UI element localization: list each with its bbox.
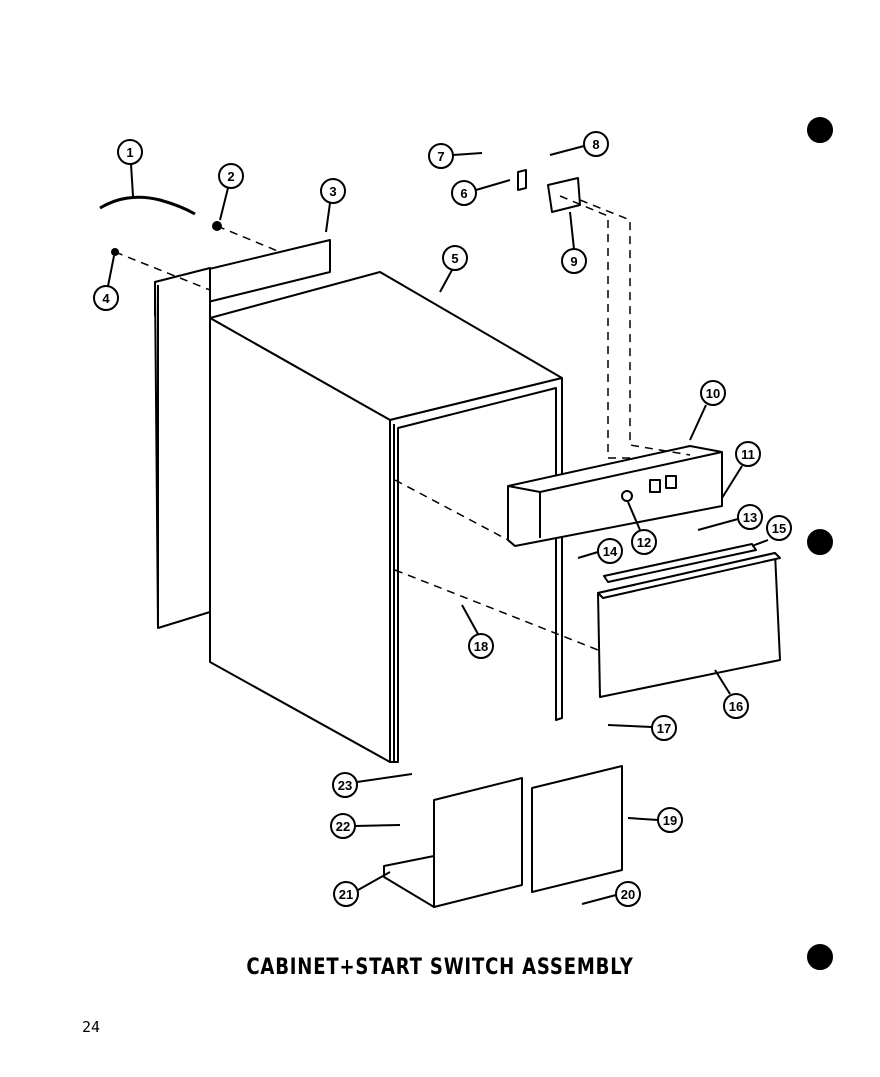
bottom-plate: [383, 855, 435, 908]
callout-19: 19: [627, 807, 683, 833]
binder-hole-bottom: [807, 944, 833, 970]
callout-23: 23: [332, 772, 413, 798]
callout-11: 11: [721, 441, 761, 499]
callout-7: 7: [428, 143, 483, 169]
callout-2-label: 2: [227, 169, 234, 184]
callout-13: 13: [697, 504, 763, 531]
cabinet-front-frame: [389, 377, 563, 763]
callout-16-label: 16: [729, 699, 743, 714]
callout-20-label: 20: [621, 887, 635, 902]
switch-bracket: [547, 177, 581, 213]
callout-4: 4: [93, 255, 119, 311]
power-cord: [99, 195, 196, 216]
callout-17: 17: [607, 715, 677, 741]
callout-13-label: 13: [743, 510, 757, 525]
callout-20: 20: [581, 881, 641, 907]
callout-8: 8: [549, 131, 609, 157]
page-number: 24: [82, 1018, 101, 1036]
binder-hole-middle: [807, 529, 833, 555]
callout-10-label: 10: [706, 386, 720, 401]
callout-1: 1: [117, 139, 143, 197]
callout-12: 12: [627, 501, 657, 555]
callout-9-label: 9: [570, 254, 577, 269]
callout-17-label: 17: [657, 721, 671, 736]
callout-18: 18: [461, 604, 494, 659]
callout-2: 2: [218, 163, 244, 221]
callout-11-label: 11: [741, 447, 755, 462]
callout-5: 5: [439, 245, 468, 293]
callout-16: 16: [714, 669, 749, 719]
callout-22: 22: [330, 813, 401, 839]
callout-6: 6: [451, 179, 511, 206]
callout-9: 9: [561, 211, 587, 274]
callout-1-label: 1: [126, 145, 133, 160]
callout-23-label: 23: [338, 778, 352, 793]
callout-6-label: 6: [460, 186, 467, 201]
diagram-title: CABINET+START SWITCH ASSEMBLY: [246, 955, 634, 980]
callout-4-label: 4: [102, 291, 110, 306]
callout-14: 14: [577, 538, 623, 564]
callout-3: 3: [320, 178, 346, 233]
callout-18-label: 18: [474, 639, 488, 654]
callout-21: 21: [333, 871, 391, 907]
callout-5-label: 5: [451, 251, 458, 266]
callout-15: 15: [751, 515, 792, 547]
callout-8-label: 8: [592, 137, 599, 152]
lower-panel-right: [531, 765, 623, 893]
callout-19-label: 19: [663, 813, 677, 828]
callout-10: 10: [689, 380, 726, 441]
callout-7-label: 7: [437, 149, 444, 164]
callout-21-label: 21: [339, 887, 353, 902]
lower-panel-left: [433, 777, 523, 908]
callout-3-label: 3: [329, 184, 336, 199]
callout-22-label: 22: [336, 819, 350, 834]
binder-hole-top: [807, 117, 833, 143]
callout-15-label: 15: [772, 521, 786, 536]
callout-14-label: 14: [603, 544, 618, 559]
callout-12-label: 12: [637, 535, 651, 550]
trim-strip: [603, 543, 757, 583]
